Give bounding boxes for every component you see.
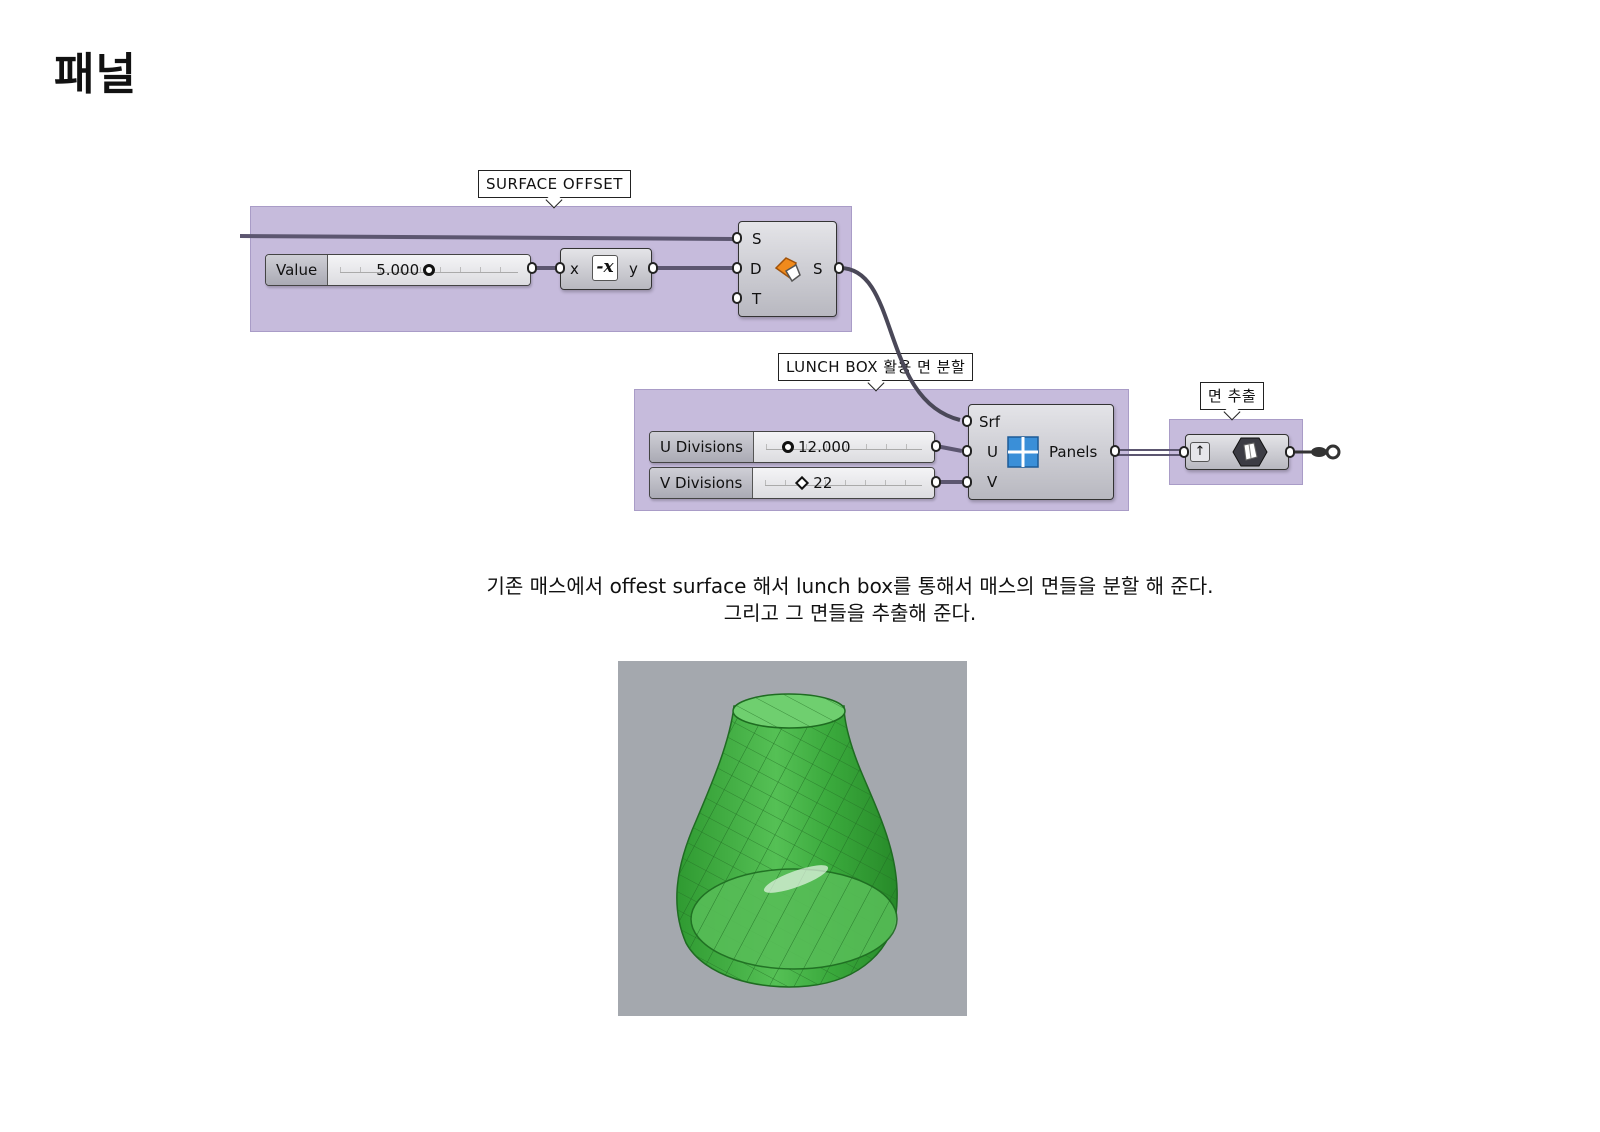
offset-output-s-label: S [813, 260, 823, 278]
vase-render [676, 693, 898, 988]
negative-component[interactable]: x -x y [560, 248, 652, 290]
v-divisions-slider[interactable]: V Divisions 22 [649, 467, 935, 499]
panels-input-u-label: U [987, 443, 998, 461]
grasshopper-canvas[interactable]: SURFACE OFFSET LUNCH BOX 활용 면 분할 면 추출 Va… [0, 0, 1600, 560]
faces-input-grip[interactable] [1179, 446, 1189, 458]
slider-value: 5.000 [376, 261, 420, 279]
slider-value: 12.000 [798, 438, 851, 456]
page-title: 패널 [54, 49, 137, 100]
negative-input-label: x [570, 260, 579, 278]
offset-input-s-grip[interactable] [732, 232, 742, 244]
offset-to-panels-wire [839, 266, 961, 422]
description-line-1: 기존 매스에서 offest surface 해서 lunch box를 통해서… [486, 574, 1214, 598]
u-output-grip[interactable] [931, 440, 941, 452]
lunch-box-group-label[interactable]: LUNCH BOX 활용 면 분할 [778, 353, 974, 392]
faces-output-grip[interactable] [1285, 446, 1295, 458]
input-arrow-icon: ↑ [1190, 442, 1210, 462]
slider-name: V Divisions [650, 468, 754, 498]
wire-end-icon [1311, 444, 1341, 460]
slider-handle-icon[interactable] [423, 264, 436, 276]
quad-panels-component[interactable]: Srf U V Panels [968, 404, 1114, 500]
wires-layer [239, 234, 1315, 484]
value-slider[interactable]: Value 5.000 [265, 254, 531, 286]
brep-faces-icon [1232, 437, 1268, 467]
slider-value: 22 [813, 474, 833, 492]
panels-input-srf-label: Srf [979, 413, 1000, 431]
offset-input-d-label: D [750, 260, 762, 278]
offset-input-t-label: T [752, 290, 762, 308]
surface-offset-group-label[interactable]: SURFACE OFFSET [478, 170, 631, 209]
negative-output-grip[interactable] [648, 262, 658, 274]
brep-faces-component[interactable]: ↑ [1185, 434, 1289, 470]
slider-handle-icon[interactable] [795, 475, 810, 491]
panels-input-v-grip[interactable] [962, 476, 972, 488]
slider-track[interactable]: 12.000 [754, 432, 934, 462]
group-label-text: 면 추출 [1208, 387, 1257, 405]
v-output-grip[interactable] [931, 476, 941, 488]
incoming-surface-wire [239, 234, 736, 241]
slider-track[interactable]: 22 [753, 468, 934, 498]
group-label-text: LUNCH BOX 활용 면 분할 [786, 358, 966, 376]
offset-input-t-grip[interactable] [732, 292, 742, 304]
offset-surface-icon [772, 253, 802, 283]
extract-faces-group-label[interactable]: 면 추출 [1200, 382, 1265, 421]
u-divisions-slider[interactable]: U Divisions 12.000 [649, 431, 935, 463]
group-label-text: SURFACE OFFSET [486, 175, 623, 193]
slider-handle-icon[interactable] [782, 441, 794, 453]
quad-panels-icon [1007, 436, 1039, 468]
negative-input-grip[interactable] [555, 262, 565, 274]
panels-input-v-label: V [987, 473, 998, 491]
offset-input-d-grip[interactable] [732, 262, 742, 274]
slider-track[interactable]: 5.000 [328, 255, 530, 285]
panels-input-srf-grip[interactable] [962, 415, 972, 427]
description-line-2: 그리고 그 면들을 추출해 준다. [723, 601, 977, 625]
panels-input-u-grip[interactable] [962, 445, 972, 457]
slider-name: Value [266, 255, 329, 285]
render-viewport [618, 661, 967, 1016]
panels-output-label: Panels [1049, 443, 1098, 461]
panels-output-grip[interactable] [1110, 445, 1120, 457]
slider-name: U Divisions [650, 432, 754, 462]
negative-output-label: y [629, 260, 638, 278]
offset-surface-component[interactable]: S D T S [738, 221, 837, 317]
offset-output-grip[interactable] [834, 262, 844, 274]
negative-icon: -x [592, 255, 618, 281]
offset-input-s-label: S [752, 230, 762, 248]
value-output-grip[interactable] [527, 262, 537, 274]
